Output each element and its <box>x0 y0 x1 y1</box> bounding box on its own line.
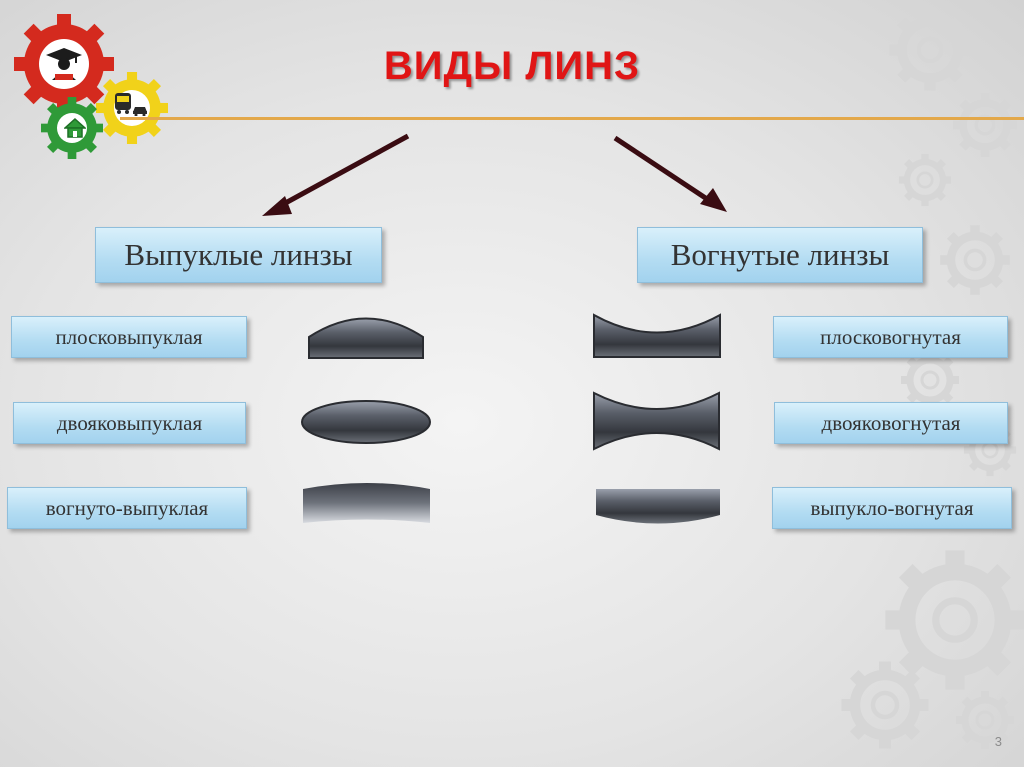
lens-convexo-concave <box>596 489 720 524</box>
bus-icon <box>115 93 131 114</box>
lens-plano-convex <box>308 317 424 359</box>
concave-lenses-header: Вогнутые линзы <box>637 227 923 283</box>
graduate-icon <box>46 48 82 80</box>
convex-item-plano-convex: плосковыпуклая <box>11 316 247 358</box>
convex-item-concavo-convex: вогнуто-выпуклая <box>7 487 247 529</box>
car-icon <box>133 107 147 116</box>
page-number: 3 <box>994 734 1002 749</box>
lens-concavo-convex <box>303 483 430 523</box>
lens-biconcave <box>593 391 720 451</box>
concave-item-biconcave: двояковогнутая <box>774 402 1008 444</box>
concave-item-plano-concave: плосковогнутая <box>773 316 1008 358</box>
convex-lenses-header: Выпуклые линзы <box>95 227 382 283</box>
arrow-right-head <box>700 188 727 212</box>
title-underline <box>120 117 1024 120</box>
concave-item-convexo-concave: выпукло-вогнутая <box>772 487 1012 529</box>
arrow-left-head <box>262 196 292 216</box>
house-icon <box>64 117 86 138</box>
convex-item-biconvex: двояковыпуклая <box>13 402 246 444</box>
arrow-right <box>613 135 712 204</box>
lens-biconvex <box>301 400 431 444</box>
arrow-left <box>278 133 410 209</box>
slide-title: ВИДЫ ЛИНЗ <box>383 44 641 88</box>
lens-plano-concave <box>593 313 721 358</box>
